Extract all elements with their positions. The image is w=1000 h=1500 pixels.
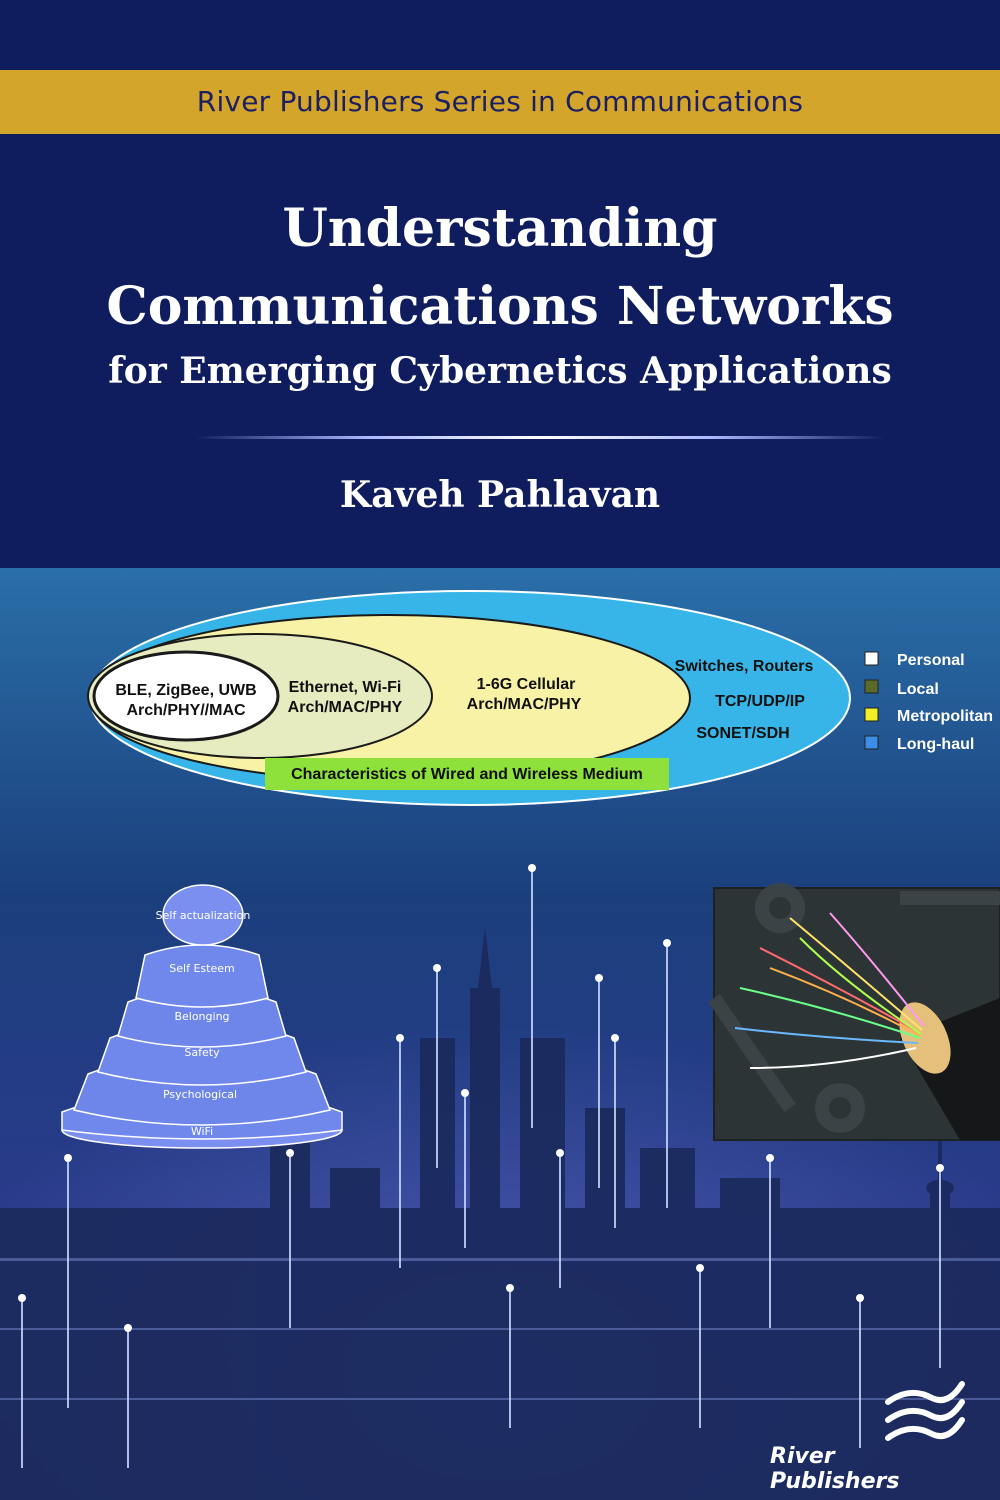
longhaul-label-sonet: SONET/SDH bbox=[696, 725, 789, 742]
local-network-label: Ethernet, Wi-Fi bbox=[289, 679, 402, 696]
personal-network-label: BLE, ZigBee, UWB bbox=[115, 682, 256, 699]
legend-label-local: Local bbox=[897, 681, 939, 698]
legend-label-metropolitan: Metropolitan bbox=[897, 708, 993, 725]
metro-network-sublabel: Arch/MAC/PHY bbox=[467, 696, 582, 713]
series-title: River Publishers Series in Communication… bbox=[196, 85, 804, 118]
metro-network-label: 1-6G Cellular bbox=[477, 676, 576, 693]
river-publishers-logo-icon bbox=[885, 1381, 965, 1441]
local-network-sublabel: Arch/MAC/PHY bbox=[288, 699, 403, 716]
pyramid-level-self-actualization: Self actualization bbox=[156, 909, 251, 922]
personal-network-sublabel: Arch/PHY//MAC bbox=[126, 702, 246, 719]
legend-label-longhaul: Long-haul bbox=[897, 736, 974, 753]
pyramid-level-psychological: Psychological bbox=[163, 1088, 237, 1101]
book-title-line-2: Communications Networks bbox=[106, 276, 894, 337]
longhaul-label-protocols: TCP/UDP/IP bbox=[715, 693, 805, 710]
fiber-cable-inset bbox=[708, 883, 1000, 1141]
longhaul-label-switches: Switches, Routers bbox=[675, 658, 814, 675]
pyramid-level-safety: Safety bbox=[184, 1046, 220, 1059]
book-subtitle: for Emerging Cybernetics Applications bbox=[108, 350, 892, 392]
publisher-name: River Publishers bbox=[770, 1444, 900, 1494]
legend-swatch-longhaul bbox=[864, 735, 879, 750]
legend-swatch-local bbox=[864, 679, 879, 694]
pyramid-level-belonging: Belonging bbox=[174, 1010, 229, 1023]
diagram-legend: Personal Local Metropolitan Long-haul bbox=[864, 651, 993, 753]
network-hierarchy-diagram: BLE, ZigBee, UWB Arch/PHY//MAC Ethernet,… bbox=[87, 590, 993, 806]
legend-swatch-personal bbox=[864, 651, 879, 666]
pyramid-level-self-esteem: Self Esteem bbox=[169, 962, 234, 975]
title-divider bbox=[195, 436, 885, 439]
legend-swatch-metropolitan bbox=[864, 707, 879, 722]
author-name: Kaveh Pahlavan bbox=[339, 474, 661, 516]
pyramid-level-wifi: WiFi bbox=[191, 1125, 213, 1138]
medium-label: Characteristics of Wired and Wireless Me… bbox=[291, 766, 643, 783]
series-band bbox=[0, 70, 1000, 134]
book-title-line-1: Understanding bbox=[282, 198, 718, 259]
legend-label-personal: Personal bbox=[897, 652, 965, 669]
